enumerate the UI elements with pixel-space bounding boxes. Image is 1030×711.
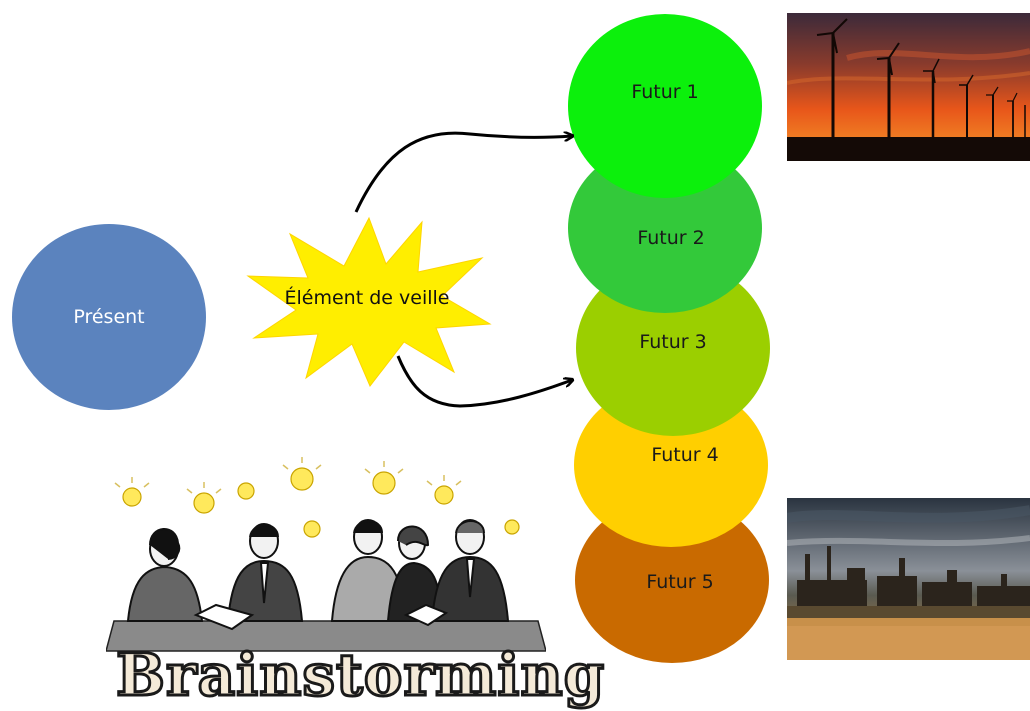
arrow-to-futur-1 (354, 133, 572, 213)
brainstorming-title: Brainstorming (115, 640, 606, 711)
lightbulb-icons (114, 457, 520, 538)
futur-1-circle: Futur 1 (568, 14, 762, 198)
present-label: Présent (73, 306, 145, 328)
futur-2-label: Futur 2 (637, 227, 705, 249)
futur-3-label: Futur 3 (639, 331, 707, 353)
factory-photo (787, 498, 1030, 660)
brainstorming-clipart (106, 457, 546, 652)
people-silhouettes (126, 519, 510, 631)
futur-3-circle: Futur 3 (576, 260, 770, 436)
wind-turbines-photo (787, 13, 1030, 161)
veille-starburst (246, 216, 492, 387)
present-circle: Présent (12, 224, 206, 410)
futur-4-label: Futur 4 (651, 444, 719, 466)
starburst-shape (246, 216, 492, 387)
futur-1-label: Futur 1 (631, 81, 699, 103)
futur-5-label: Futur 5 (646, 571, 714, 593)
element-de-veille-label: Élément de veille (284, 287, 450, 309)
